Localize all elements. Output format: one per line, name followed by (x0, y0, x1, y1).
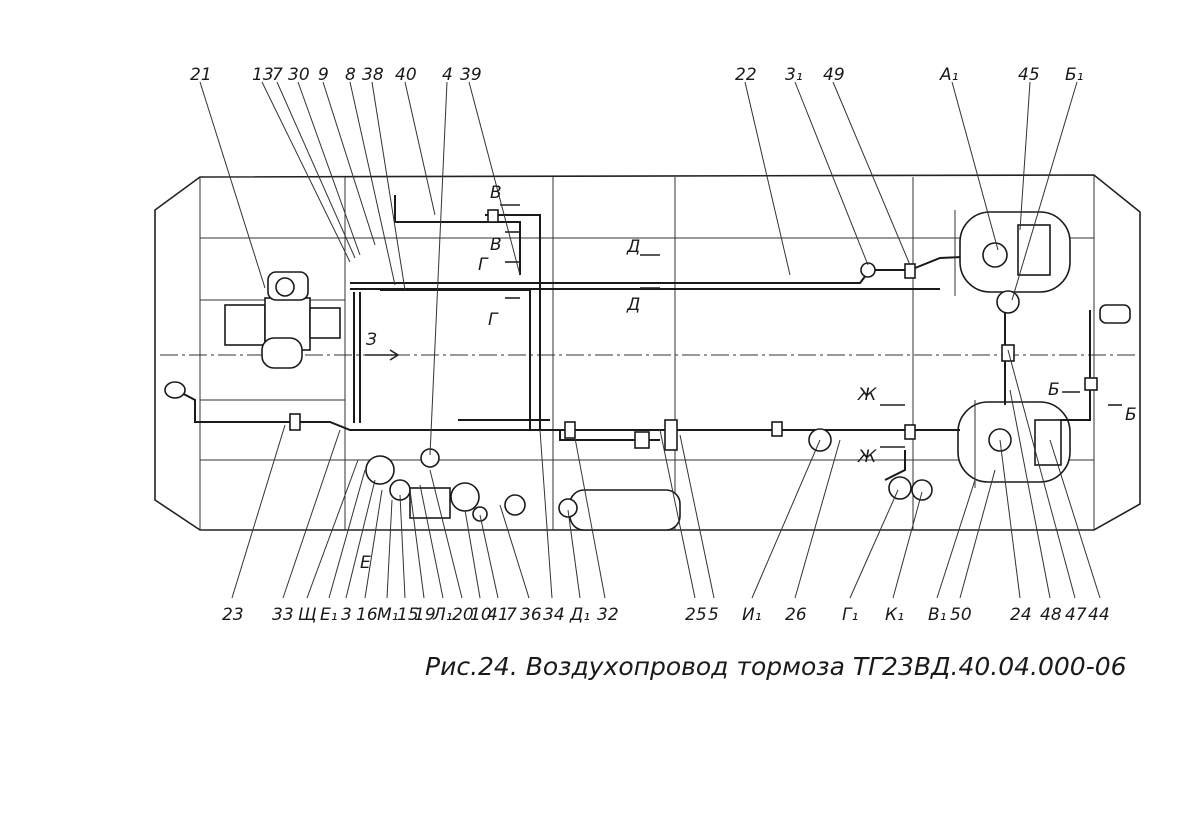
label-25: 25 (685, 605, 707, 625)
label-D1: Д₁ (569, 605, 590, 625)
bottom-labels: 23 33 Щ Е₁ 3 16 М₁ 15 19 Л₁ 20 10 41 7 3… (222, 605, 1110, 625)
section-v-1: В (490, 183, 502, 203)
label-26: 26 (785, 605, 807, 625)
direction-z: З (366, 330, 377, 350)
leader-lines-bottom (231, 349, 1101, 599)
engine-block (224, 271, 341, 369)
label-sch: Щ (298, 605, 317, 625)
label-45: 45 (1018, 65, 1040, 85)
section-d-2: Д (626, 295, 640, 315)
label-44: 44 (1088, 605, 1110, 625)
label-22: 22 (735, 65, 757, 85)
label-50: 50 (950, 605, 972, 625)
section-v-2: В (490, 235, 502, 255)
label-47: 47 (1065, 605, 1087, 625)
section-zh-2: Ж (857, 447, 877, 467)
label-V1: В₁ (928, 605, 946, 625)
top-labels: 21 13 7 30 9 8 38 40 4 39 22 3₁ 49 А₁ 45… (190, 65, 1083, 85)
label-24: 24 (1010, 605, 1032, 625)
label-40: 40 (395, 65, 417, 85)
label-48: 48 (1040, 605, 1062, 625)
label-E1: Е₁ (320, 605, 338, 625)
label-I1: И₁ (742, 605, 762, 625)
label-38: 38 (362, 65, 384, 85)
label-49: 49 (823, 65, 845, 85)
label-L1: Л₁ (432, 605, 453, 625)
label-G1: Г₁ (842, 605, 858, 625)
label-21: 21 (190, 65, 212, 85)
label-7: 7 (272, 65, 283, 85)
label-10: 10 (470, 605, 492, 625)
upper-pipelines (350, 195, 986, 430)
section-g-1: Г (478, 255, 489, 275)
label-4: 4 (442, 65, 453, 85)
label-36: 36 (520, 605, 542, 625)
lower-pipelines (164, 381, 960, 481)
label-3: 3 (341, 605, 352, 625)
section-e: Е (360, 553, 371, 573)
label-16: 16 (356, 605, 378, 625)
label-3-1: 3₁ (785, 65, 803, 85)
label-19: 19 (414, 605, 436, 625)
label-9: 9 (318, 65, 329, 85)
label-13: 13 (252, 65, 274, 85)
label-41: 41 (487, 605, 509, 625)
section-b-2: Б (1125, 405, 1137, 425)
label-23: 23 (222, 605, 244, 625)
label-30: 30 (288, 65, 310, 85)
label-15: 15 (397, 605, 419, 625)
label-K1: К₁ (885, 605, 904, 625)
label-B1: Б₁ (1065, 65, 1083, 85)
label-39: 39 (460, 65, 482, 85)
valve-cluster (365, 448, 933, 531)
section-marks (365, 204, 1122, 448)
section-d-1: Д (626, 237, 640, 257)
label-33: 33 (272, 605, 294, 625)
section-b-1: Б (1048, 380, 1060, 400)
label-5: 5 (708, 605, 719, 625)
label-20: 20 (452, 605, 474, 625)
label-8: 8 (345, 65, 356, 85)
label-M1: М₁ (377, 605, 398, 625)
leader-lines (199, 81, 1078, 456)
label-34: 34 (543, 605, 565, 625)
section-letters: В В Г Г Д Д Ж Ж Б Б Е З (360, 183, 1137, 573)
rear-connections (996, 290, 1131, 421)
section-zh-1: Ж (857, 385, 877, 405)
label-7b: 7 (506, 605, 517, 625)
label-32: 32 (597, 605, 619, 625)
section-g-2: Г (488, 310, 499, 330)
reservoir-rear-top (954, 210, 1071, 296)
reservoir-rear-bottom (957, 400, 1071, 488)
label-A1: А₁ (939, 65, 958, 85)
figure-caption: Рис.24. Воздухопровод тормоза ТГ23ВД.40.… (425, 652, 1127, 681)
